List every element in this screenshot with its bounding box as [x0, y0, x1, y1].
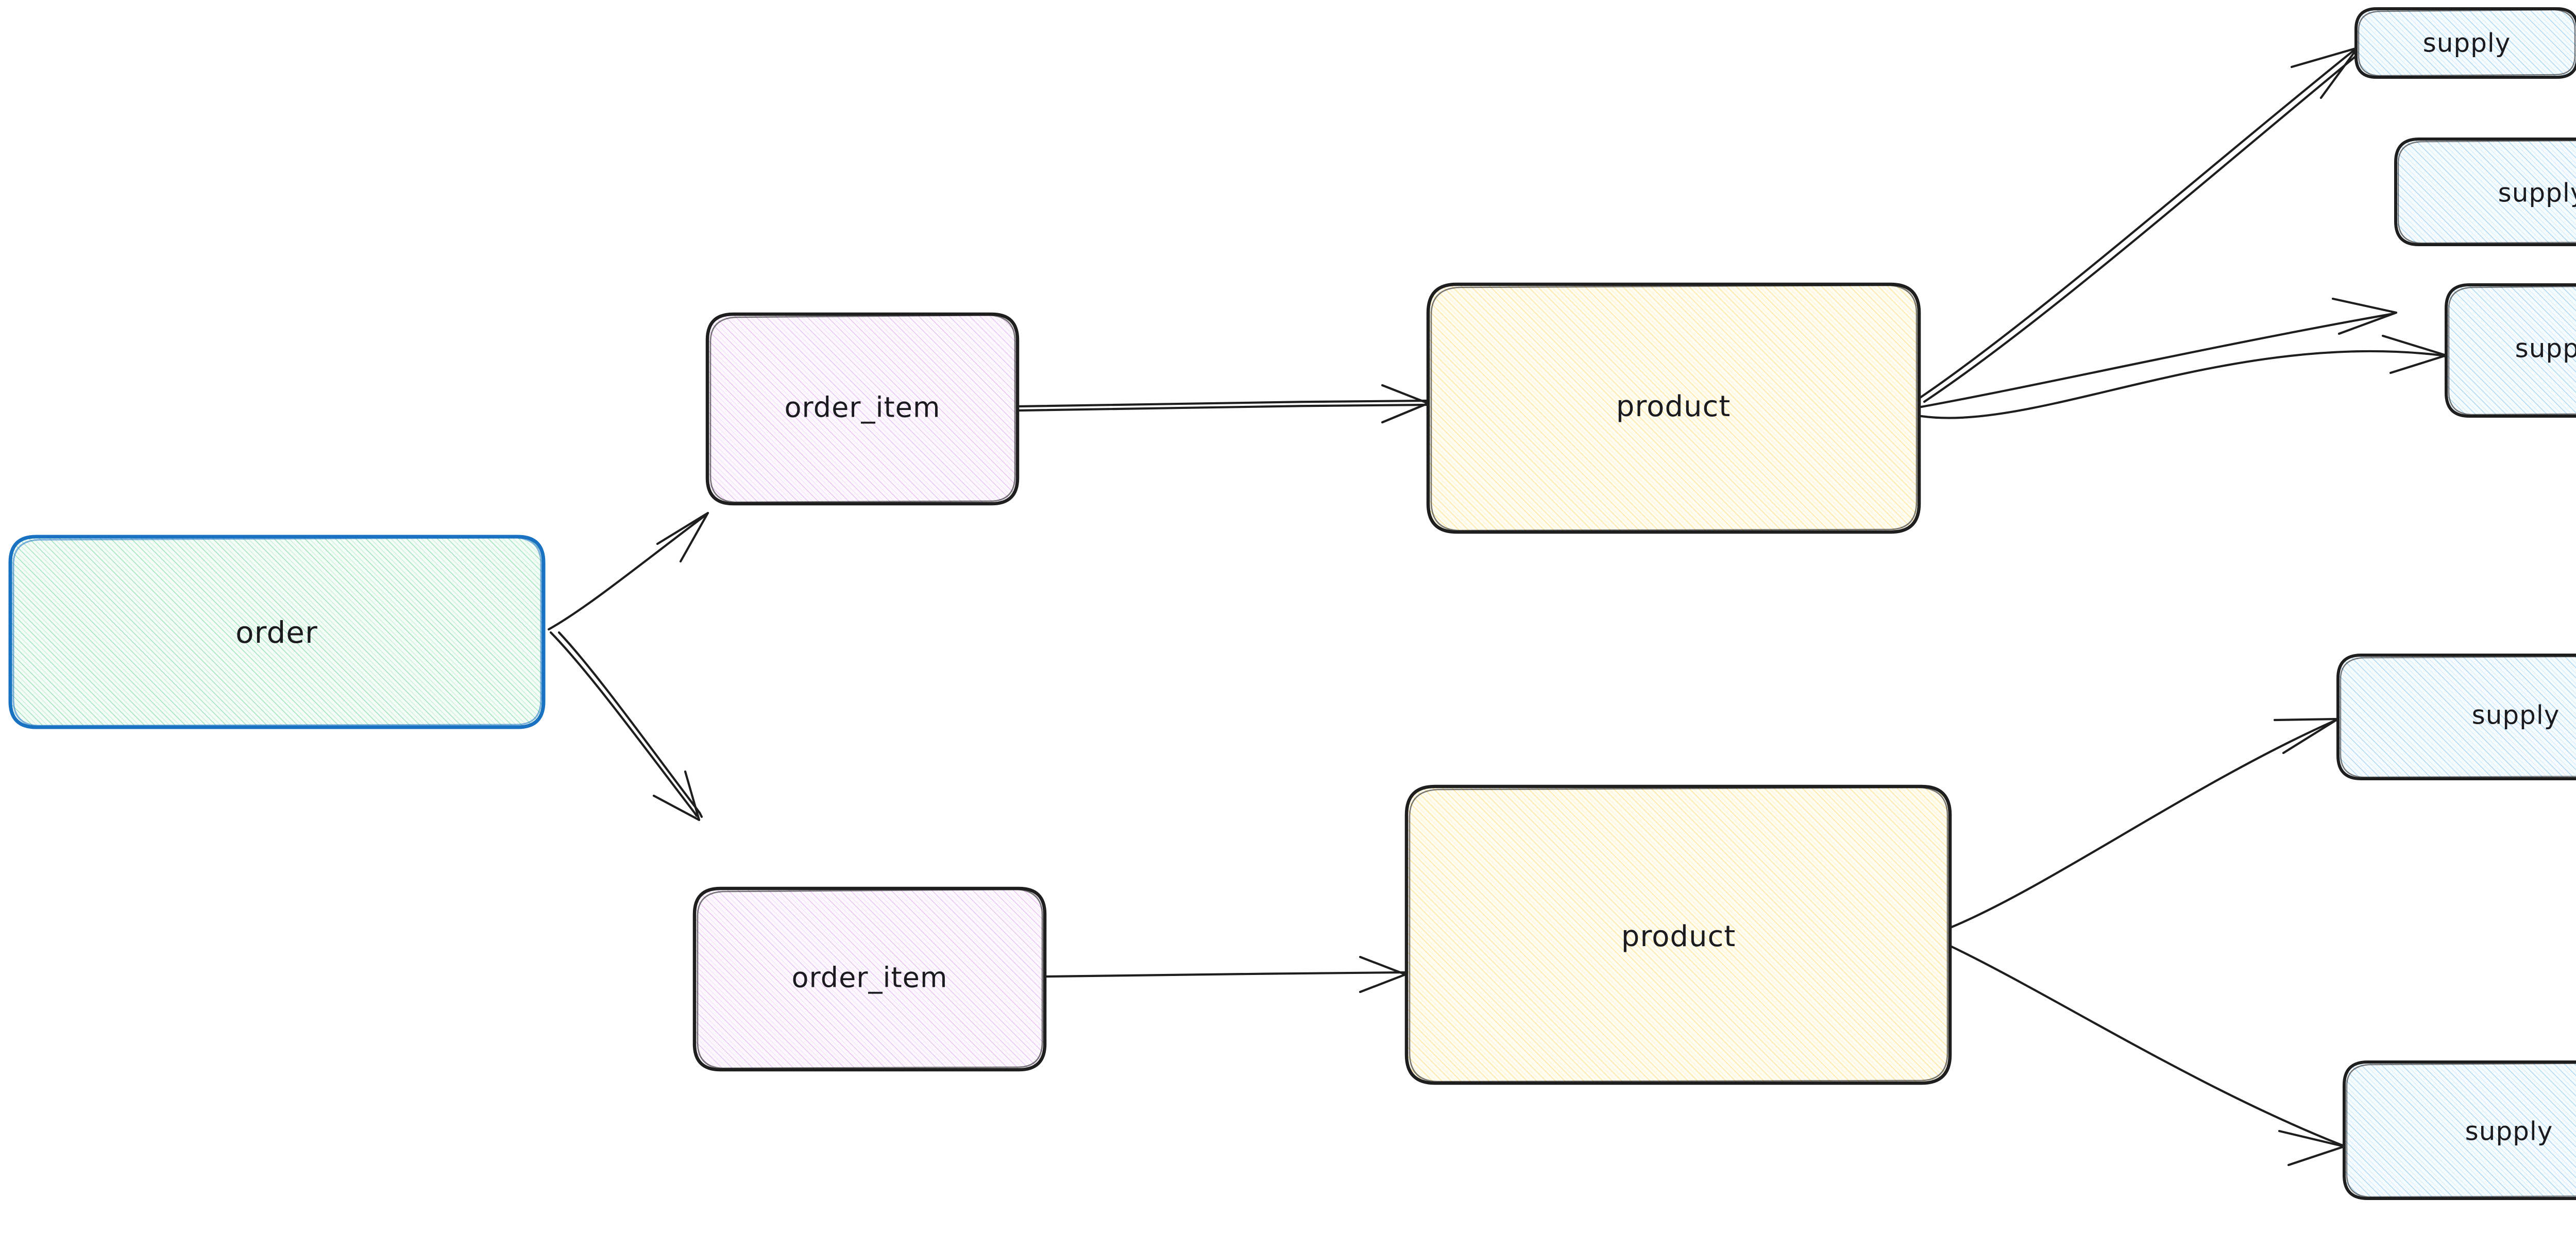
node-supply-5[interactable]: supply: [2343, 1060, 2576, 1200]
node-supply-2[interactable]: supply: [2394, 138, 2576, 246]
edge-product-2-to-supply-5[interactable]: [1950, 945, 2346, 1167]
node-supply-2-label: supply: [2498, 178, 2576, 208]
node-supply-3-shape-sketch: [2448, 286, 2576, 416]
node-supply-4-shape: [2336, 654, 2576, 780]
edge-product-1-to-supply-1[interactable]: [1919, 46, 2361, 403]
node-order-item-2-shape: [692, 886, 1047, 1072]
edge-order-item-1-to-product-1[interactable]: [1017, 384, 1430, 424]
edges-layer: [547, 46, 2448, 1167]
node-supply-3-label: supply: [2515, 334, 2576, 364]
edge-product-1-to-supply-2[interactable]: [1920, 297, 2398, 408]
node-order-label: order: [235, 615, 318, 650]
node-supply-5-shape: [2343, 1060, 2576, 1200]
node-product-2-shape: [1404, 784, 1952, 1085]
node-order-shape-sketch: [12, 537, 542, 727]
node-order-shape: [8, 535, 546, 729]
node-supply-5-label: supply: [2465, 1117, 2553, 1146]
node-order-item-1-shape-sketch: [709, 314, 1016, 503]
edge-order-item-2-to-product-2[interactable]: [1044, 955, 1407, 994]
node-supply-1-shape: [2354, 7, 2576, 79]
node-supply-1-label: supply: [2423, 28, 2511, 58]
node-supply-1[interactable]: supply: [2354, 7, 2576, 79]
node-product-2-shape-sketch: [1409, 786, 1948, 1083]
node-product-1-shape: [1426, 282, 1921, 534]
edge-product-2-to-supply-4[interactable]: [1950, 717, 2340, 929]
node-supply-4-label: supply: [2472, 700, 2560, 730]
node-product-1-label: product: [1616, 390, 1731, 423]
node-order-item-1-shape: [705, 312, 1020, 506]
node-supply-1-shape-sketch: [2358, 9, 2576, 77]
edge-product-1-to-supply-3[interactable]: [1920, 334, 2448, 419]
node-order-item-2-shape-sketch: [697, 888, 1043, 1069]
edge-order-to-order-item-2[interactable]: [549, 631, 703, 821]
node-product-2[interactable]: product: [1404, 784, 1952, 1085]
node-order-item-1[interactable]: order_item: [705, 312, 1020, 506]
node-order-item-2[interactable]: order_item: [692, 886, 1047, 1072]
node-supply-2-shape-sketch: [2397, 140, 2576, 244]
node-supply-4[interactable]: supply: [2336, 654, 2576, 780]
node-supply-3[interactable]: supply: [2445, 283, 2576, 418]
node-product-2-label: product: [1621, 920, 1736, 953]
node-supply-3-shape: [2445, 283, 2576, 418]
node-supply-4-shape-sketch: [2340, 656, 2576, 778]
node-supply-2-shape: [2394, 138, 2576, 246]
node-supply-5-shape-sketch: [2346, 1063, 2576, 1198]
node-product-1[interactable]: product: [1426, 282, 1921, 534]
node-order[interactable]: order: [8, 535, 546, 729]
node-order-item-2-label: order_item: [792, 962, 948, 994]
node-order-item-1-label: order_item: [785, 391, 941, 424]
node-product-1-shape-sketch: [1430, 284, 1918, 532]
edge-order-to-order-item-1[interactable]: [547, 511, 709, 631]
